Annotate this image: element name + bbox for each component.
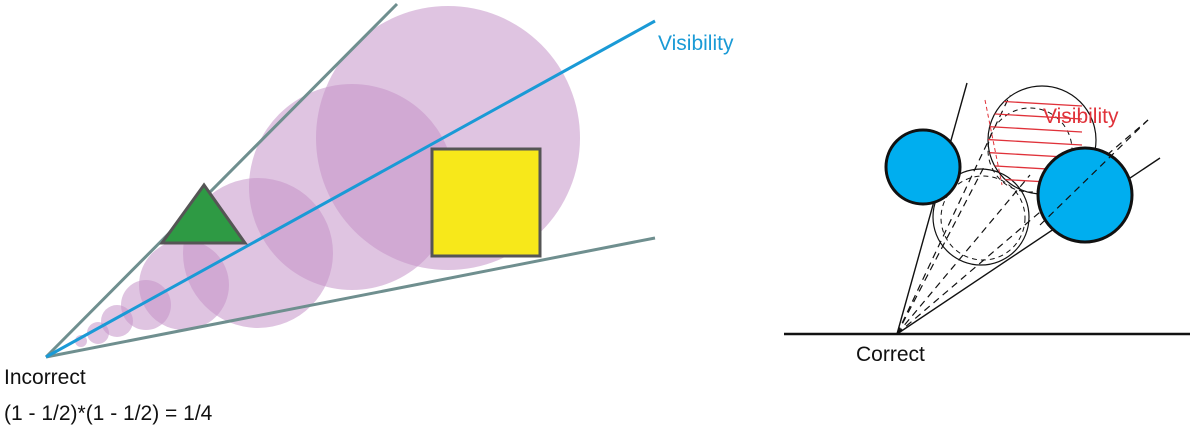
- visibility-ray-label: Visibility: [658, 32, 734, 55]
- visibility-ray: [45, 19, 656, 359]
- triangle-occluder: [159, 182, 248, 245]
- incorrect-caption: Incorrect: [4, 366, 86, 389]
- cone-inner-dashed: [896, 119, 1149, 335]
- square-occluder: [430, 147, 542, 258]
- occluder-left: [884, 128, 962, 206]
- cone-inner-dashed: [896, 164, 986, 335]
- left-panel-incorrect: Visibility Incorrect (1 - 1/2)*(1 - 1/2)…: [4, 2, 734, 425]
- cone-inner-dashed-over: [1039, 119, 1149, 226]
- visibility-sphere-small-dashed: [940, 175, 1026, 261]
- cone-edge-left: [896, 82, 968, 335]
- cone-lower-edge: [45, 236, 656, 359]
- occluder-right: [1036, 146, 1134, 244]
- cone-inner-dashed: [896, 174, 1031, 335]
- right-panel-correct: Visibility Correct: [784, 82, 1190, 366]
- hatch-boundary-dashed: [984, 99, 1003, 186]
- cone-upper-edge: [44, 2, 399, 359]
- visibility-label: Visibility: [1043, 105, 1119, 128]
- incorrect-formula: (1 - 1/2)*(1 - 1/2) = 1/4: [4, 402, 213, 425]
- correct-caption: Correct: [856, 343, 925, 366]
- visibility-sphere-small: [932, 168, 1030, 266]
